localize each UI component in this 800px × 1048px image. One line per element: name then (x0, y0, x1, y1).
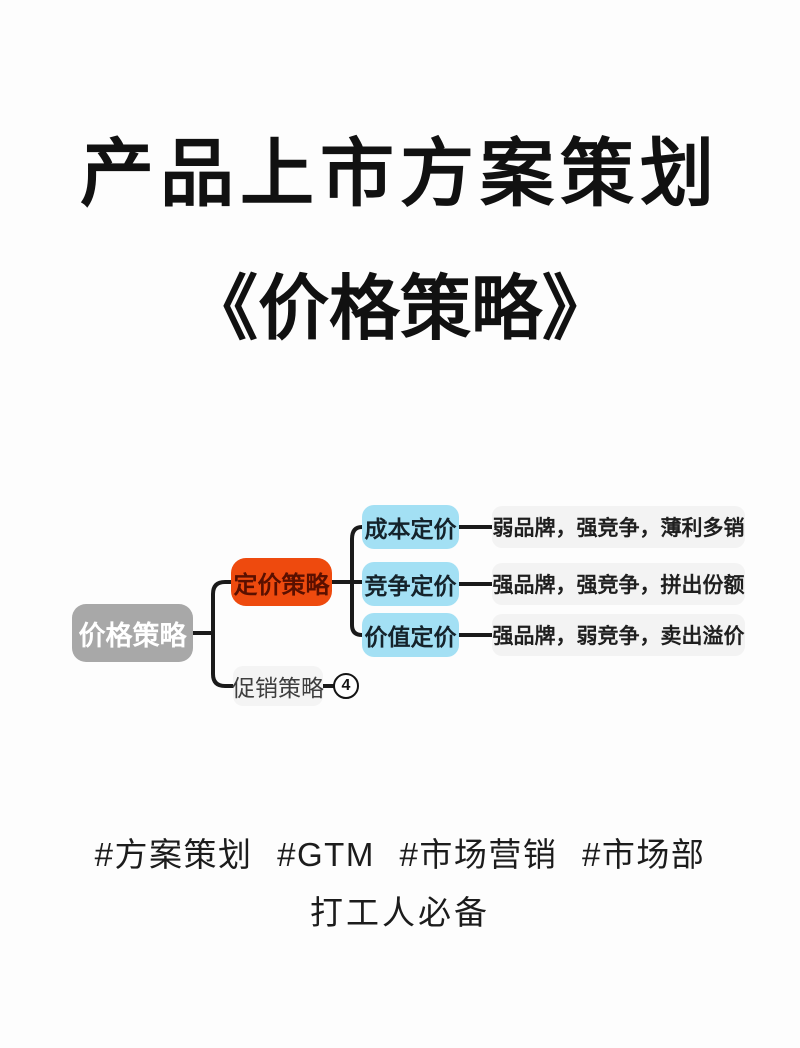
hashtags-line: #方案策划 #GTM #市场营销 #市场部 (94, 836, 706, 873)
page-title: 产品上市方案策划 (80, 132, 720, 215)
node-pricing-strategy: 定价策略 (231, 558, 332, 606)
connector-pricing-to-value (350, 580, 364, 637)
collapsed-count-badge: 4 (333, 673, 359, 699)
node-price-strategy-root: 价格策略 (72, 604, 193, 662)
node-value-pricing: 价值定价 (362, 613, 459, 657)
desc-value-pricing: 强品牌，弱竞争，卖出溢价 (492, 614, 745, 656)
desc-cost-pricing: 弱品牌，强竞争，薄利多销 (492, 506, 745, 548)
page-subtitle: 《价格策略》 (186, 270, 613, 349)
connector-root-to-promo (211, 631, 235, 688)
node-cost-pricing: 成本定价 (362, 505, 459, 549)
tagline: 打工人必备 (310, 894, 490, 931)
connector-root-to-pricing (211, 580, 233, 635)
node-promotion-strategy: 促销策略 (232, 666, 324, 706)
desc-competition-pricing: 强品牌，强竞争，拼出份额 (492, 563, 745, 605)
connector-pricing-to-cost (350, 525, 364, 584)
node-competition-pricing: 竞争定价 (362, 562, 459, 606)
